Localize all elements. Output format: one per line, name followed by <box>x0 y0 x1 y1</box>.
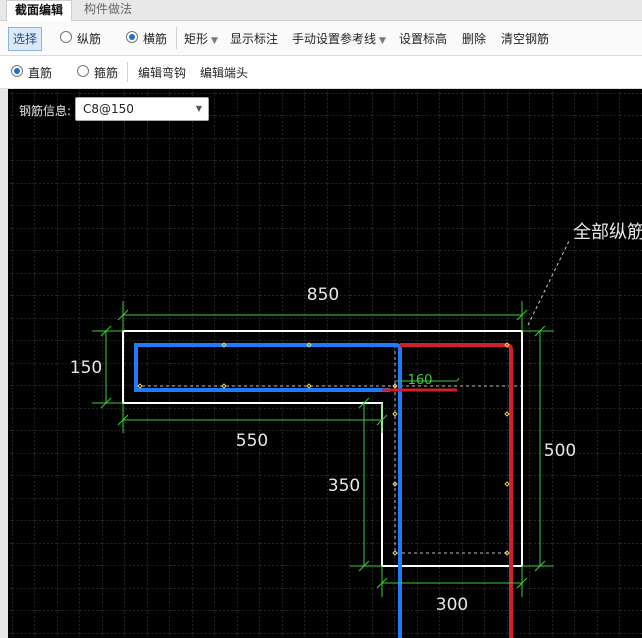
dimension-line <box>381 566 523 597</box>
shape-dropdown[interactable]: 矩形▼ <box>184 30 218 47</box>
separator <box>127 62 128 82</box>
manual-reference-dropdown[interactable]: 手动设置参考线▼ <box>292 30 386 47</box>
rebar-point[interactable] <box>392 481 398 487</box>
drawing-canvas[interactable]: 850 150 550 350 500 300 160 全部纵筋 钢筋信息: C… <box>8 89 642 638</box>
callout-leader <box>527 238 571 326</box>
dimension-line <box>100 325 112 409</box>
rebar-point[interactable] <box>504 411 510 417</box>
dimension-line <box>122 301 523 331</box>
clear-rebar-button[interactable]: 清空钢筋 <box>501 32 550 46</box>
transverse-label[interactable]: 横筋 <box>143 32 168 46</box>
rebar-point[interactable] <box>504 342 510 348</box>
dim-right-label[interactable]: 500 <box>544 441 576 461</box>
dimension-line <box>92 330 123 404</box>
left-panel-edge <box>0 89 8 638</box>
tab-bar: 截面编辑 构件做法 <box>0 0 642 21</box>
dim-bottom-label[interactable]: 300 <box>436 595 468 615</box>
set-elevation-button[interactable]: 设置标高 <box>399 32 448 46</box>
stirrup-label[interactable]: 箍筋 <box>94 66 119 80</box>
show-annotation-button[interactable]: 显示标注 <box>230 32 279 46</box>
dimension-line <box>358 397 370 572</box>
chevron-down-icon: ▼ <box>195 104 202 113</box>
edit-hook-button[interactable]: 编辑弯钩 <box>138 66 187 80</box>
shape-label: 矩形 <box>184 32 209 46</box>
edit-end-button[interactable]: 编辑端头 <box>200 66 249 80</box>
select-button[interactable]: 选择 <box>8 27 43 51</box>
dim-left-label[interactable]: 150 <box>70 358 102 378</box>
toolbar-secondary: 直筋 箍筋 编辑弯钩 编辑端头 <box>0 56 642 89</box>
rebar-point[interactable] <box>306 342 312 348</box>
rebar-point[interactable] <box>504 481 510 487</box>
dimension-line <box>122 403 383 433</box>
tab-component-method[interactable]: 构件做法 <box>84 2 133 16</box>
longitudinal-label[interactable]: 纵筋 <box>77 32 102 46</box>
rebar-point[interactable] <box>504 550 510 556</box>
dimension-line <box>117 414 388 426</box>
section-drawing[interactable]: 850 150 550 350 500 300 160 全部纵筋 <box>8 89 642 638</box>
rebar-points <box>137 342 510 556</box>
chevron-down-icon: ▼ <box>379 36 386 46</box>
grid-background <box>8 89 642 638</box>
callout-label[interactable]: 全部纵筋 <box>573 222 642 243</box>
dimension-line <box>534 325 546 572</box>
rebar-point[interactable] <box>137 383 143 389</box>
dim-inner-vertical-label[interactable]: 350 <box>328 476 360 496</box>
chevron-down-icon: ▼ <box>211 36 218 46</box>
dimension-line <box>376 577 528 589</box>
separator <box>176 27 177 49</box>
rebar-point[interactable] <box>392 411 398 417</box>
straight-radio[interactable] <box>11 65 23 77</box>
rebar-red[interactable] <box>400 343 513 638</box>
transverse-radio[interactable] <box>126 31 138 43</box>
rebar-point[interactable] <box>221 383 227 389</box>
manual-reference-label: 手动设置参考线 <box>292 32 377 46</box>
toolbar-main: 选择 纵筋 横筋 矩形▼ 显示标注 手动设置参考线▼ 设置标高 删除 清空钢筋 <box>0 21 642 56</box>
dim-top-label[interactable]: 850 <box>307 285 339 305</box>
rebar-info-label: 钢筋信息: <box>19 104 72 118</box>
stirrup-radio[interactable] <box>77 65 89 77</box>
rebar-info-select[interactable]: C8@150 ▼ <box>75 97 209 121</box>
rebar-info-value: C8@150 <box>83 102 134 116</box>
rebar-point[interactable] <box>221 342 227 348</box>
longitudinal-radio[interactable] <box>60 31 72 43</box>
rebar-point[interactable] <box>392 550 398 556</box>
dim-green-label[interactable]: 160 <box>408 373 433 388</box>
dim-bottom-left-label[interactable]: 550 <box>236 431 268 451</box>
straight-label[interactable]: 直筋 <box>28 66 53 80</box>
dimension-line <box>395 377 460 382</box>
rebar-point[interactable] <box>392 383 398 389</box>
rebar-point[interactable] <box>306 383 312 389</box>
dimension-line <box>117 309 528 321</box>
tab-section-edit[interactable]: 截面编辑 <box>6 0 73 21</box>
delete-button[interactable]: 删除 <box>462 32 487 46</box>
reference-line <box>394 386 511 554</box>
dimension-lines <box>92 301 554 597</box>
dimension-line <box>522 330 554 567</box>
